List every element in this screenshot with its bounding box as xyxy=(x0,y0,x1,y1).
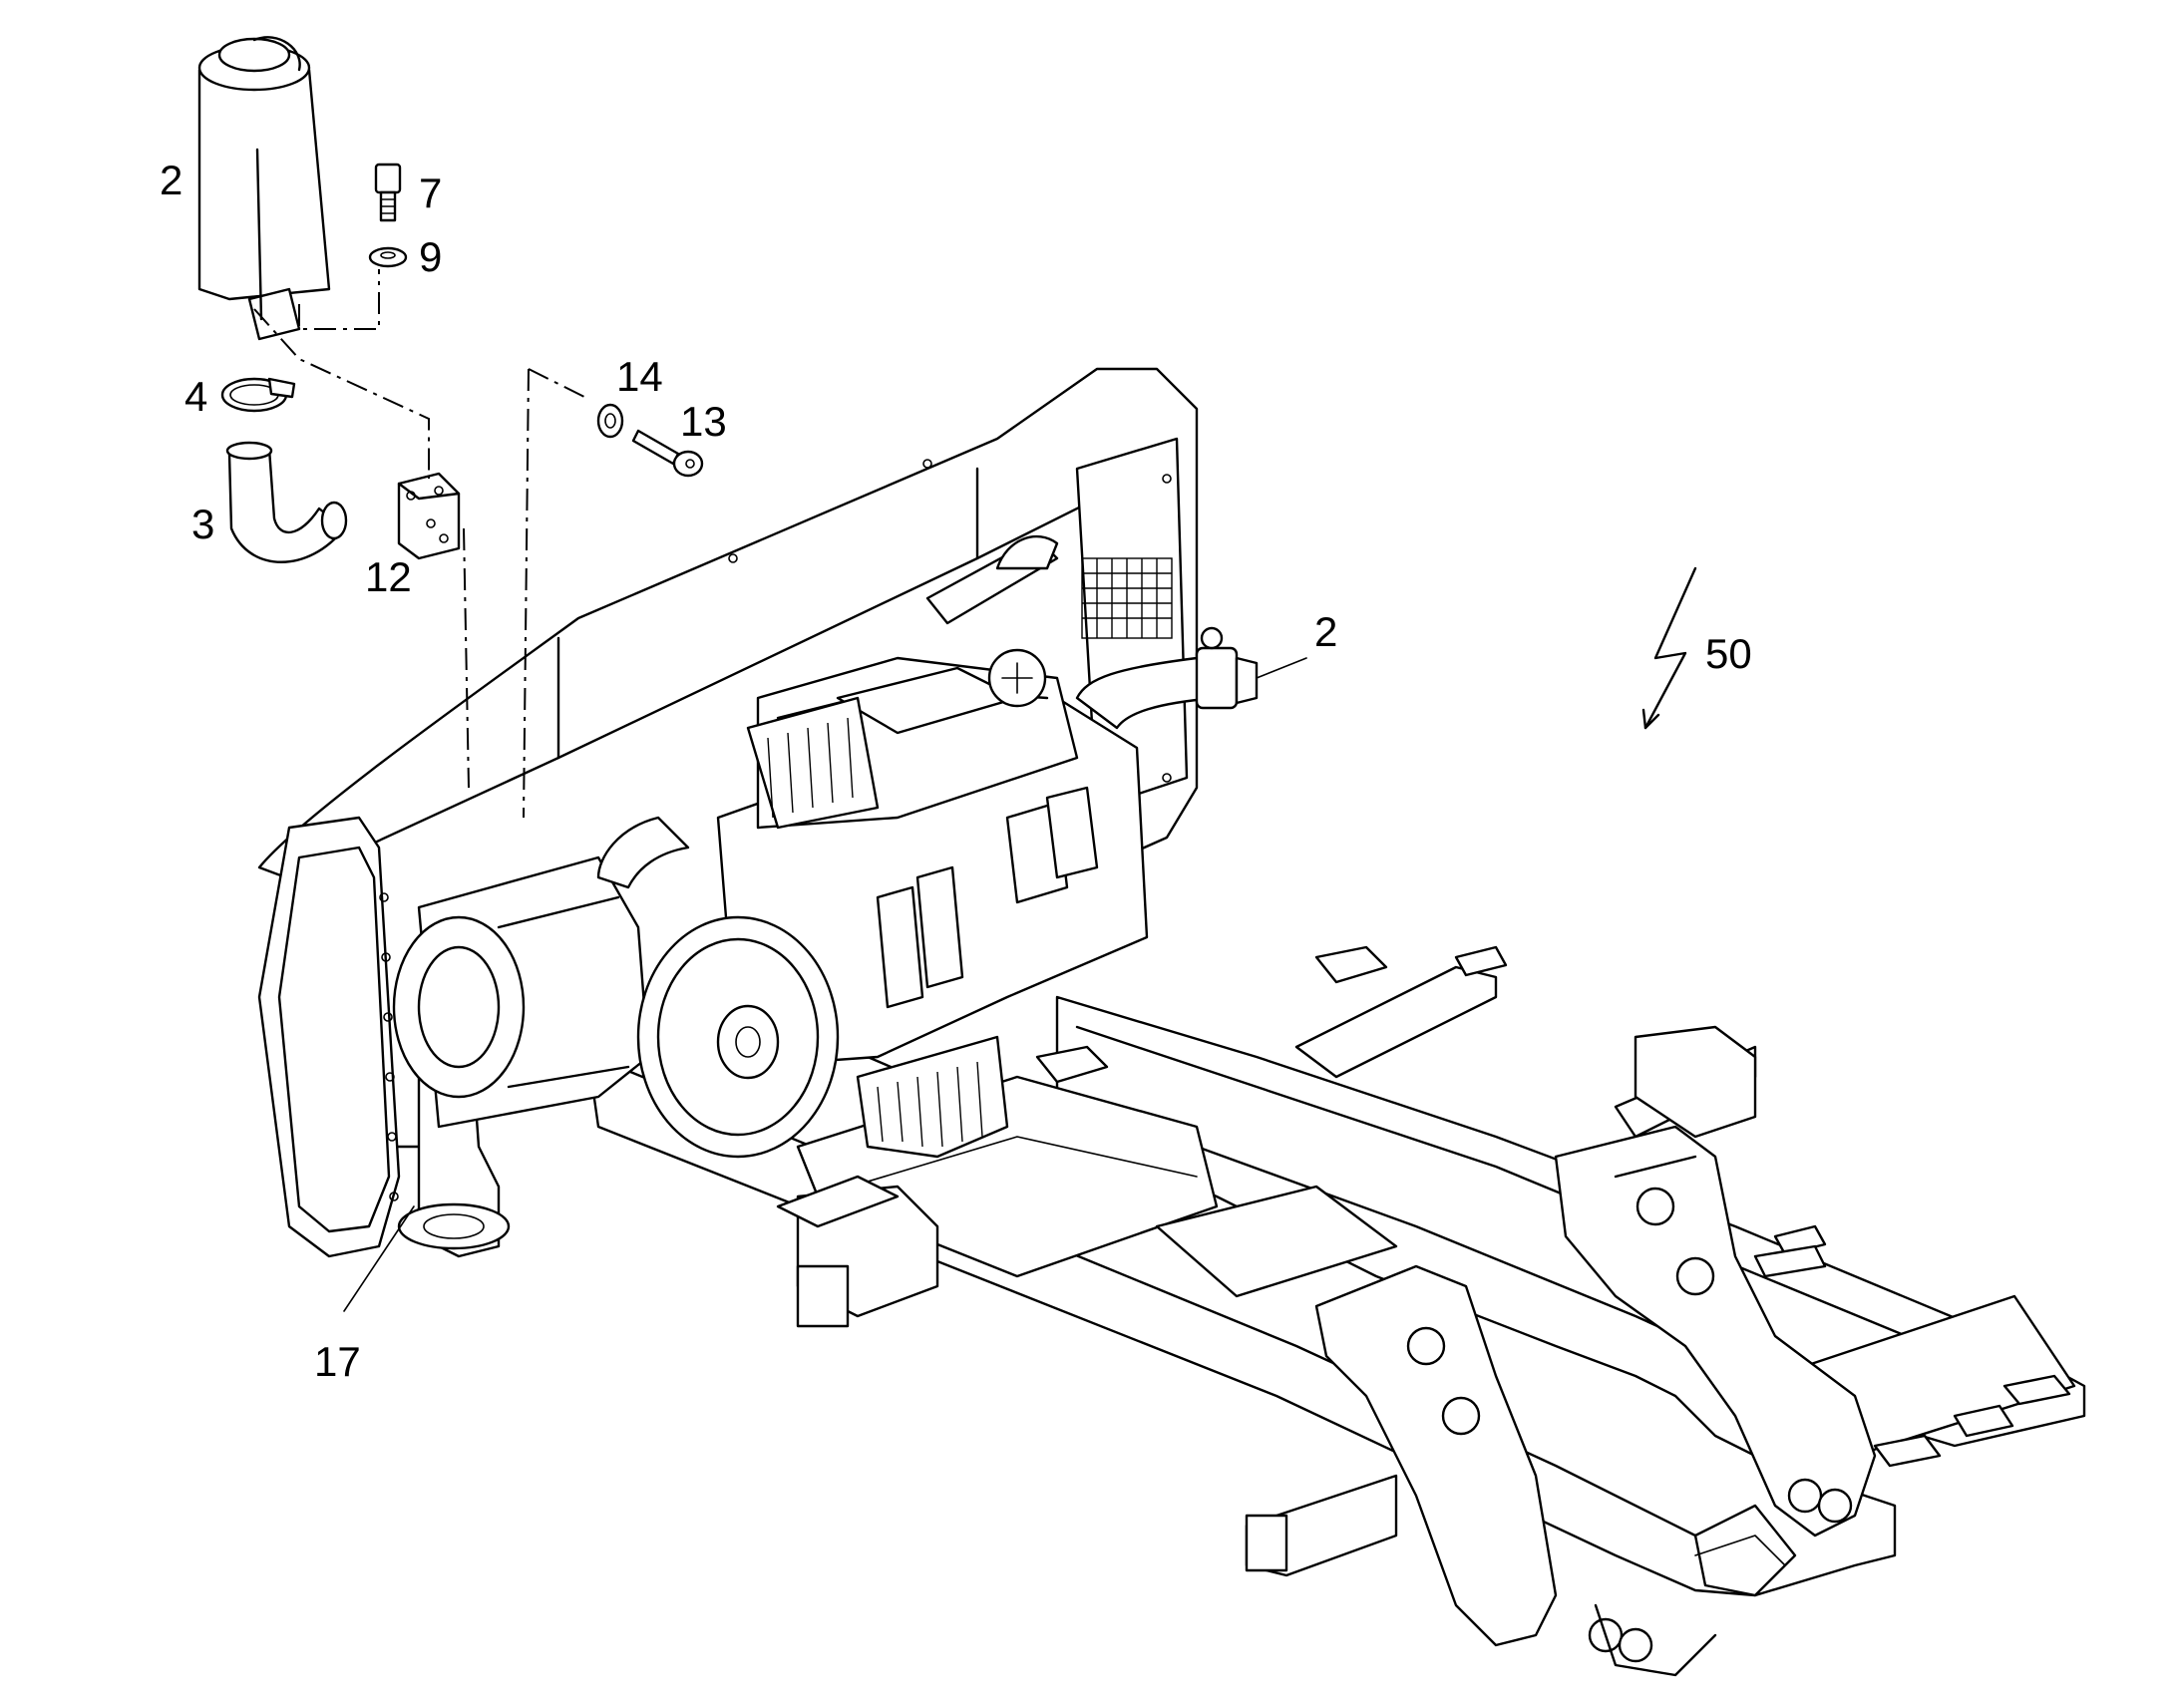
label-13: 13 xyxy=(680,398,727,445)
label-3: 3 xyxy=(191,501,214,547)
bolt-13 xyxy=(631,429,704,478)
washer-9 xyxy=(368,246,408,268)
engine xyxy=(636,648,1219,1159)
label-17: 17 xyxy=(314,1338,361,1385)
air-filter xyxy=(392,855,650,1129)
label-2-top: 2 xyxy=(160,157,182,203)
elbow-hose-3 xyxy=(225,441,348,563)
label-12: 12 xyxy=(365,553,412,600)
bolt-7 xyxy=(374,163,402,222)
label-7: 7 xyxy=(419,170,442,216)
valve-2-right xyxy=(1195,626,1259,710)
bracket-12 xyxy=(397,472,461,560)
label-4: 4 xyxy=(184,373,207,420)
grille xyxy=(1081,557,1173,639)
label-2-right: 2 xyxy=(1314,608,1337,655)
hose-pipes xyxy=(596,534,1059,889)
tank-2 xyxy=(197,36,331,341)
washer-14 xyxy=(596,403,624,439)
clamp-4 xyxy=(220,377,296,413)
assembly-lines xyxy=(253,269,589,819)
leader-lines xyxy=(343,566,1697,1312)
label-9: 9 xyxy=(419,233,442,280)
label-50: 50 xyxy=(1705,630,1752,677)
callout-labels: 2 7 9 4 3 12 14 13 2 50 17 xyxy=(160,157,1752,1385)
mounting-holes xyxy=(379,459,1172,1201)
label-14: 14 xyxy=(616,353,663,400)
